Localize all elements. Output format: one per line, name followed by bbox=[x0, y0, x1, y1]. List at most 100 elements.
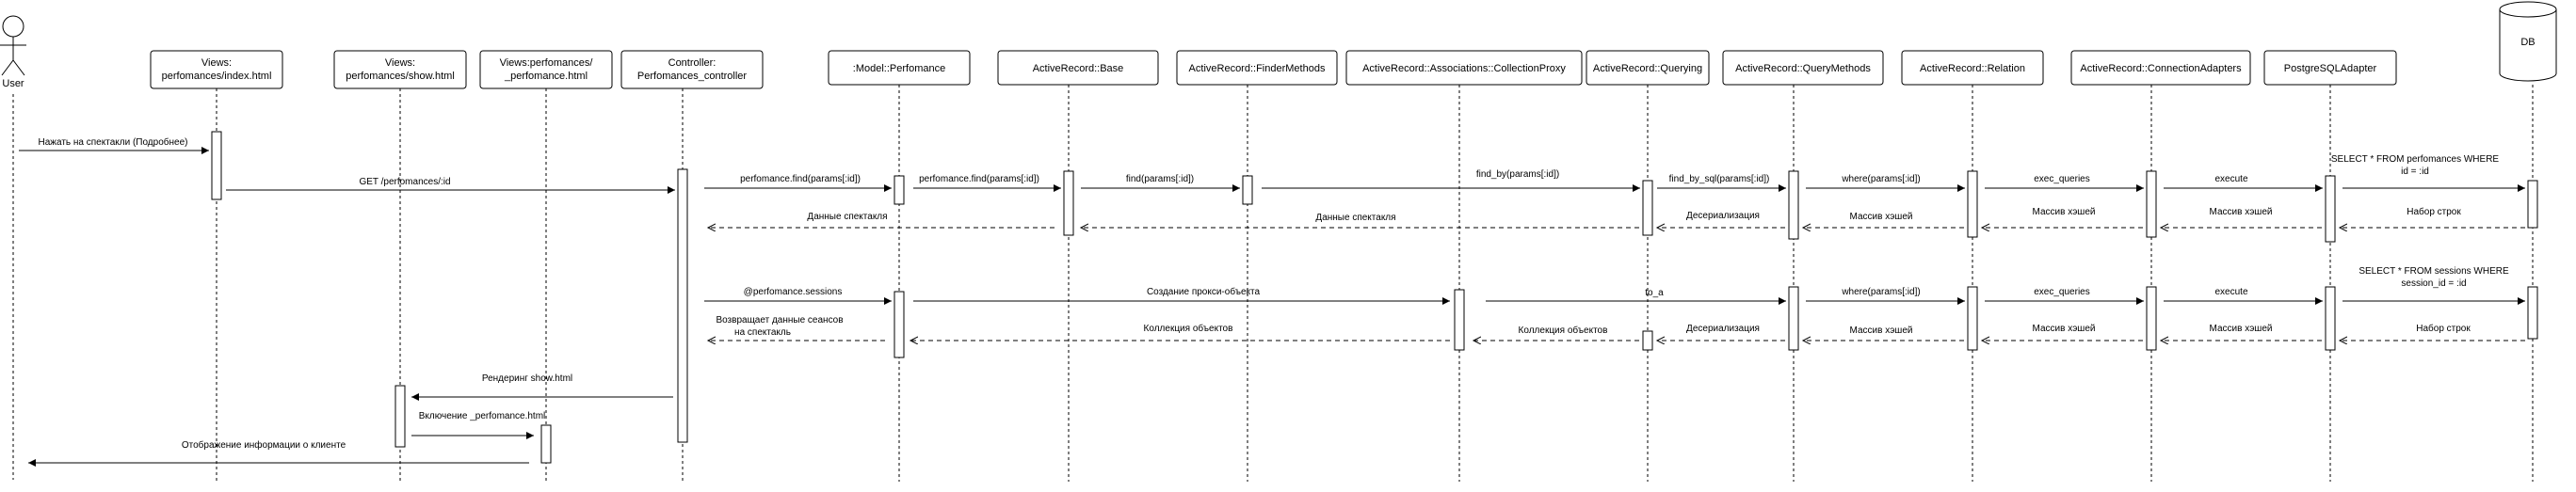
message-label-m13: Массив хэшей bbox=[2210, 207, 2273, 217]
message-label-m35: Включение _perfomance.html bbox=[419, 411, 546, 421]
participant-box bbox=[150, 50, 283, 89]
message-label-m25-line1: SELECT * FROM sessions WHERE bbox=[2359, 266, 2509, 277]
message-label-m25-line2: session_id = :id bbox=[2401, 278, 2466, 289]
message-label-m29: Массив хэшей bbox=[1850, 325, 1913, 336]
participant-label: ActiveRecord::Querying bbox=[1593, 63, 1702, 74]
activation-ar-relation-1 bbox=[1967, 170, 1978, 238]
activation-views-index bbox=[211, 131, 222, 200]
activations bbox=[211, 131, 2538, 464]
participant-box bbox=[1176, 50, 1338, 86]
activation-views-partial bbox=[540, 424, 552, 464]
participant-views-show: Views: perfomances/show.html bbox=[333, 50, 467, 89]
message-label-m22: where(params[:id]) bbox=[1841, 287, 1920, 297]
activation-ar-connadapters-1 bbox=[2146, 170, 2157, 238]
participant-label-line1: Views:perfomances/ bbox=[500, 57, 594, 69]
participant-label-line1: Views: bbox=[201, 57, 232, 69]
participant-pg-adapter: PostgreSQLAdapter bbox=[2263, 50, 2397, 86]
participant-ar-finder: ActiveRecord::FinderMethods bbox=[1176, 50, 1338, 86]
message-label-m1: Нажать на спектакли (Подробнее) bbox=[39, 136, 188, 148]
participant-box bbox=[620, 50, 764, 89]
participant-label-line1: Views: bbox=[385, 57, 415, 69]
message-label-m18: Данные спектакля bbox=[807, 212, 887, 222]
activation-controller bbox=[677, 168, 688, 443]
participant-label: ActiveRecord::Relation bbox=[1920, 63, 2025, 74]
lifelines bbox=[216, 85, 2534, 482]
message-label-m28: Массив хэшей bbox=[2033, 324, 2096, 334]
message-label-m9: exec_queries bbox=[2034, 174, 2089, 184]
message-lines bbox=[19, 147, 2525, 467]
message-label-m26: Набор строк bbox=[2416, 323, 2471, 334]
participant-label: ActiveRecord::QueryMethods bbox=[1735, 63, 1871, 74]
message-label-m8: where(params[:id]) bbox=[1841, 174, 1920, 184]
participant-label: :Model::Perfomance bbox=[853, 63, 945, 74]
actor-user: User bbox=[0, 15, 26, 89]
participant-label-line2: perfomances/index.html bbox=[162, 71, 272, 82]
participant-label: PostgreSQLAdapter bbox=[2284, 63, 2377, 74]
message-label-m4: perfomance.find(params[:id]) bbox=[919, 174, 1039, 184]
message-label-m30: Десериализация bbox=[1686, 324, 1760, 334]
message-label-m31: Коллекция объектов bbox=[1519, 325, 1608, 336]
activation-views-show bbox=[394, 385, 406, 448]
message-label-m7: find_by_sql(params[:id]) bbox=[1669, 174, 1770, 184]
message-label-m32: Коллекция объектов bbox=[1144, 323, 1233, 334]
participant-box bbox=[333, 50, 467, 89]
participant-views-partial: Views:perfomances/ _perfomance.html bbox=[479, 50, 613, 89]
participant-box bbox=[997, 50, 1159, 86]
activation-ar-proxy bbox=[1454, 289, 1465, 351]
message-label-m24: execute bbox=[2214, 287, 2247, 297]
participant-label-line2: _perfomance.html bbox=[504, 71, 588, 82]
activation-db-1 bbox=[2527, 180, 2538, 229]
message-label-m20: Создание прокси-объекта bbox=[1147, 286, 1261, 297]
activation-model-1 bbox=[894, 175, 905, 205]
participant-box bbox=[1345, 50, 1583, 86]
participant-label: ActiveRecord::Base bbox=[1033, 63, 1124, 74]
activation-ar-querying-2 bbox=[1642, 330, 1653, 351]
activation-ar-querymethods-2 bbox=[1788, 286, 1799, 351]
participant-box bbox=[1722, 50, 1884, 86]
message-label-m34: Рендеринг show.html bbox=[482, 373, 572, 384]
participant-ar-connadapters: ActiveRecord::ConnectionAdapters bbox=[2070, 50, 2251, 86]
actor-leg-left bbox=[1, 59, 14, 76]
participant-label: ActiveRecord::FinderMethods bbox=[1189, 63, 1326, 74]
message-label-m6: find_by(params[:id]) bbox=[1476, 169, 1559, 180]
activation-ar-connadapters-2 bbox=[2146, 286, 2157, 351]
db-cylinder-body bbox=[2499, 9, 2557, 82]
activation-ar-querymethods-1 bbox=[1788, 170, 1799, 240]
message-label-m11-line1: SELECT * FROM perfomances WHERE bbox=[2331, 154, 2500, 165]
message-label-m33-line2: на спектакль bbox=[734, 327, 791, 338]
activation-ar-querying-1 bbox=[1642, 180, 1653, 236]
message-label-m12: Набор строк bbox=[2407, 206, 2461, 217]
participant-ar-base: ActiveRecord::Base bbox=[997, 50, 1159, 86]
message-label-m36: Отображение информации о клиенте bbox=[182, 439, 346, 451]
message-label-m15: Массив хэшей bbox=[1850, 212, 1913, 222]
actor-label: User bbox=[2, 78, 24, 89]
message-label-m3: perfomance.find(params[:id]) bbox=[740, 174, 861, 184]
activation-ar-base bbox=[1063, 170, 1074, 236]
message-label-m5: find(params[:id]) bbox=[1126, 174, 1194, 184]
participant-label: DB bbox=[2520, 37, 2535, 48]
message-label-m19: @perfomance.sessions bbox=[744, 287, 843, 297]
activation-db-2 bbox=[2527, 286, 2538, 340]
participant-views-index: Views: perfomances/index.html bbox=[150, 50, 283, 89]
message-label-m14: Массив хэшей bbox=[2033, 207, 2096, 217]
participant-ar-proxy: ActiveRecord::Associations::CollectionPr… bbox=[1345, 50, 1583, 86]
participant-controller: Controller: Perfomances_controller bbox=[620, 50, 764, 89]
participant-label: ActiveRecord::ConnectionAdapters bbox=[2080, 63, 2242, 74]
message-label-m10: execute bbox=[2214, 174, 2247, 184]
actor-leg-right bbox=[12, 59, 25, 76]
participant-box bbox=[479, 50, 613, 89]
db-cylinder-top bbox=[2499, 1, 2557, 18]
message-label-m27: Массив хэшей bbox=[2210, 324, 2273, 334]
participant-label: ActiveRecord::Associations::CollectionPr… bbox=[1362, 63, 1566, 74]
actor-head bbox=[2, 15, 24, 38]
message-label-m33-line1: Возвращает данные сеансов bbox=[716, 315, 843, 325]
message-label-m11-line2: id = :id bbox=[2401, 167, 2429, 177]
participant-ar-querymethods: ActiveRecord::QueryMethods bbox=[1722, 50, 1884, 86]
participant-label-line1: Controller: bbox=[668, 57, 716, 69]
participant-ar-querying: ActiveRecord::Querying bbox=[1586, 50, 1710, 86]
activation-pg-adapter-2 bbox=[2325, 286, 2336, 351]
message-label-m21: to_a bbox=[1645, 288, 1664, 298]
message-labels: Нажать на спектакли (Подробнее) GET /per… bbox=[39, 136, 2509, 451]
message-label-m17: Данные спектакля bbox=[1315, 213, 1395, 223]
